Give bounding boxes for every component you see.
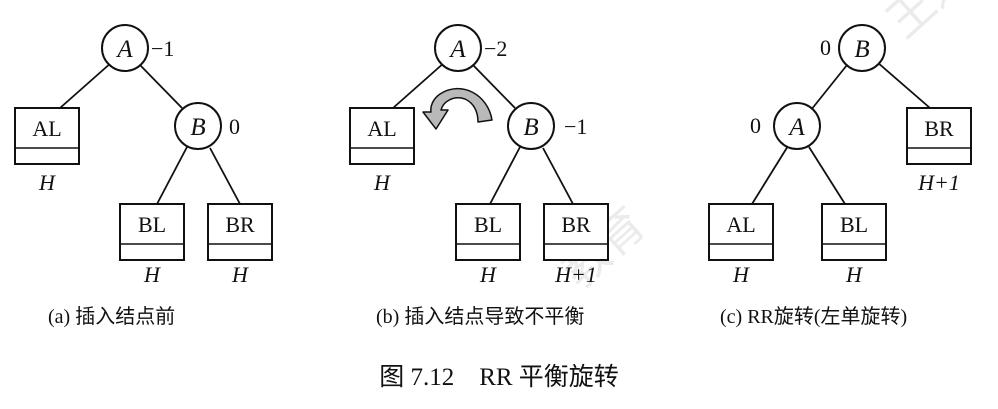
subtree-box (349, 107, 415, 165)
tree-node (507, 102, 555, 150)
subtree-height: H (373, 170, 391, 195)
panel-a: A −1 B 0 AL H BL H BR H (a) 插入结点前 (14, 24, 273, 328)
balance-factor: −1 (564, 114, 587, 139)
subtree-label: BL (840, 212, 868, 237)
subtree-height: H (38, 170, 56, 195)
subtree-label: BL (138, 212, 166, 237)
node-label: A (787, 114, 805, 141)
subtree-height: H (231, 262, 249, 287)
subtree-height: H (143, 262, 161, 287)
panel-caption: (c) RR旋转(左单旋转) (720, 305, 907, 328)
edge-a-to-al (751, 145, 789, 205)
tree-node (101, 24, 149, 72)
panel-b: A −2 B −1 AL H BL H BR H+1 (b) 插入结点导致不平衡 (349, 24, 609, 328)
subtree-height: H (845, 262, 863, 287)
edge-b-to-a (810, 64, 848, 111)
tree-node (773, 102, 821, 150)
tree-node (434, 24, 482, 72)
watermark-text-1: 王道 (876, 0, 981, 48)
subtree-height: H+1 (917, 170, 960, 195)
subtree-box (708, 203, 774, 261)
subtree-height: H+1 (554, 262, 597, 287)
subtree-box (821, 203, 887, 261)
subtree-box (119, 203, 185, 261)
panel-caption: (a) 插入结点前 (48, 305, 175, 328)
subtree-box (14, 107, 80, 165)
subtree-label: AL (726, 212, 755, 237)
balance-factor: −1 (151, 36, 174, 61)
subtree-box (906, 107, 972, 165)
node-label: A (448, 36, 466, 63)
subtree-label: BR (561, 212, 591, 237)
balance-factor: 0 (820, 35, 831, 60)
edge-a-to-bl (808, 146, 846, 205)
subtree-label: BR (225, 212, 255, 237)
edge-a-to-al (59, 61, 113, 109)
subtree-box (207, 203, 273, 261)
tree-node (174, 102, 222, 150)
panel-caption: (b) 插入结点导致不平衡 (376, 305, 584, 328)
subtree-label: AL (32, 116, 61, 141)
figure-caption: 图 7.12 RR 平衡旋转 (379, 363, 619, 391)
edge-b-to-bl (489, 146, 521, 205)
rotation-arrow-icon (422, 87, 493, 130)
edge-b-to-br (542, 147, 574, 205)
panel-c: B 0 A 0 BR H+1 AL H BL H (c) RR旋转(左单旋转) (708, 24, 972, 328)
subtree-height: H (732, 262, 750, 287)
edge-a-to-b (471, 63, 516, 109)
edge-b-to-bl (156, 146, 188, 205)
subtree-box (455, 203, 521, 261)
balance-factor: 0 (229, 114, 240, 139)
node-label: A (115, 36, 133, 63)
balance-factor: −2 (484, 36, 507, 61)
subtree-height: H (479, 262, 497, 287)
subtree-box (543, 203, 609, 261)
balance-factor: 0 (750, 113, 761, 138)
subtree-label: BL (474, 212, 502, 237)
subtree-label: AL (367, 116, 396, 141)
tree-node (838, 24, 886, 72)
subtree-label: BR (924, 116, 954, 141)
node-label: B (523, 114, 538, 141)
node-label: B (854, 36, 869, 63)
node-label: B (190, 114, 205, 141)
edge-a-to-b (138, 63, 183, 109)
edge-a-to-al (392, 61, 446, 109)
edge-b-to-br (209, 147, 241, 205)
edge-b-to-br (876, 61, 931, 109)
